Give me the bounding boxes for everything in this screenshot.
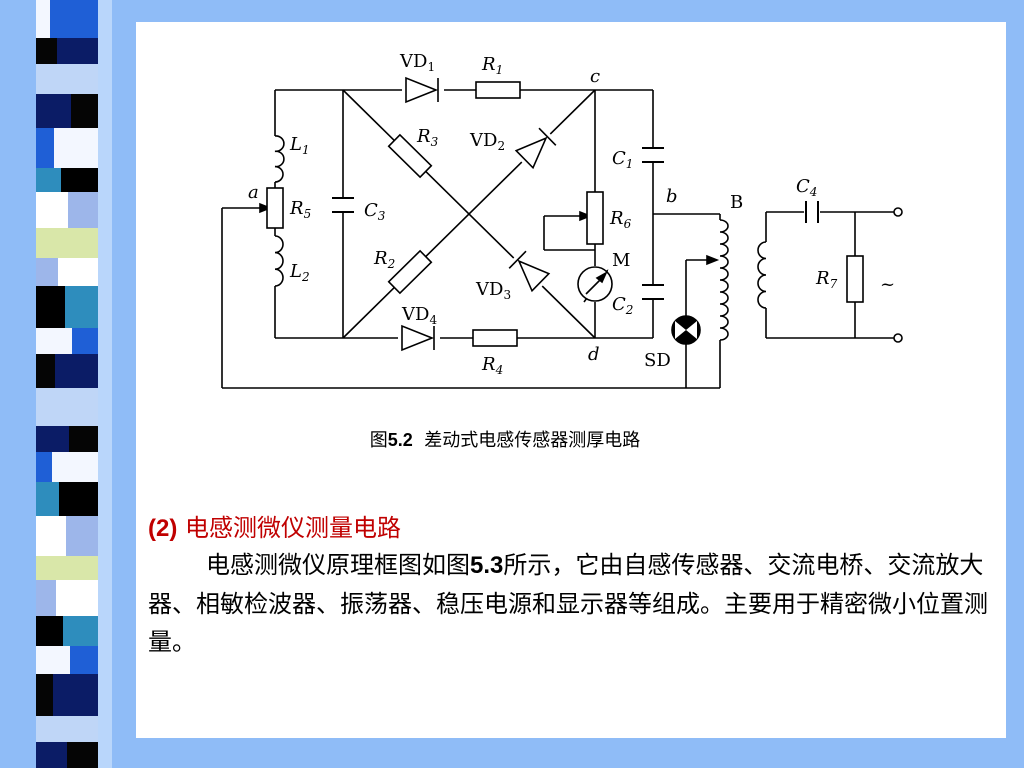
stripe-block (36, 94, 71, 128)
stripe-block (36, 38, 57, 64)
stripe-block (36, 64, 64, 94)
stripe-block (36, 674, 53, 716)
meter (577, 266, 613, 302)
circuit-diagram: VD1 R1 c L1 R3 VD2 C1 a R5 C3 R6 b B C4 … (221, 51, 903, 389)
label-node-c: c (590, 66, 600, 87)
label-c1: C1 (612, 148, 633, 171)
label-c4: C4 (796, 176, 817, 199)
resistors (266, 81, 864, 347)
stripe-block (36, 426, 69, 452)
inductor-coils (274, 135, 767, 341)
label-l1: L1 (289, 134, 310, 157)
label-meter-m: M (612, 250, 630, 271)
label-r6: R6 (609, 208, 632, 231)
stripe-block (36, 0, 50, 38)
label-node-a: a (248, 182, 259, 203)
diodes (398, 76, 560, 352)
stripe-block (36, 616, 63, 646)
label-r3: R3 (416, 126, 439, 149)
stripe-block (36, 258, 58, 286)
stripe-block (36, 354, 55, 388)
label-r7: R7 (815, 268, 838, 291)
label-vd1: VD1 (399, 51, 435, 74)
section-heading: (2) 电感测微仪测量电路 (148, 514, 401, 542)
label-vd3: VD3 (475, 279, 511, 302)
capacitors (332, 147, 820, 300)
figure-caption: 图5.2 差动式电感传感器测厚电路 (369, 430, 641, 451)
label-lamp-sd: SD (644, 350, 671, 371)
decorative-stripe (36, 0, 98, 768)
stripe-block (36, 228, 51, 258)
stripe-block (36, 452, 52, 482)
stripe-block (36, 328, 72, 354)
label-vd2: VD2 (469, 130, 505, 153)
label-r1: R1 (481, 54, 503, 77)
circuit-labels: VD1 R1 c L1 R3 VD2 C1 a R5 C3 R6 b B C4 … (248, 51, 895, 377)
body-paragraph: 电感测微仪原理框图如图5.3所示，它由自感传感器、交流电桥、交流放大器、相敏检波… (148, 551, 988, 656)
label-c2: C2 (612, 294, 633, 317)
stripe-block (36, 556, 73, 580)
circuit-wires (221, 89, 894, 389)
stripe-block (36, 742, 67, 768)
label-r4: R4 (481, 354, 503, 377)
stripe-block (36, 580, 56, 616)
stripe-block (36, 482, 59, 516)
label-transformer-b: B (730, 192, 743, 213)
slide-area (136, 22, 1006, 738)
lamp-sd (671, 315, 701, 345)
label-r2: R2 (373, 248, 395, 271)
label-node-b: b (666, 186, 678, 207)
stripe-block (36, 192, 68, 228)
stripe-block (36, 128, 54, 168)
stripe-block (36, 516, 66, 556)
stripe-block (36, 388, 62, 426)
label-node-d: d (588, 344, 600, 365)
output-terminals (893, 207, 903, 343)
label-c3: C3 (364, 200, 386, 223)
stripe-block (36, 168, 61, 192)
label-ac-tilde: ~ (880, 274, 895, 295)
stripe-block (36, 716, 60, 742)
stripe-block (36, 646, 70, 674)
label-l2: L2 (289, 261, 310, 284)
decorative-stripe-shadow (98, 0, 112, 768)
label-vd4: VD4 (401, 304, 437, 327)
stripe-block (36, 286, 65, 328)
label-r5: R5 (289, 198, 311, 221)
